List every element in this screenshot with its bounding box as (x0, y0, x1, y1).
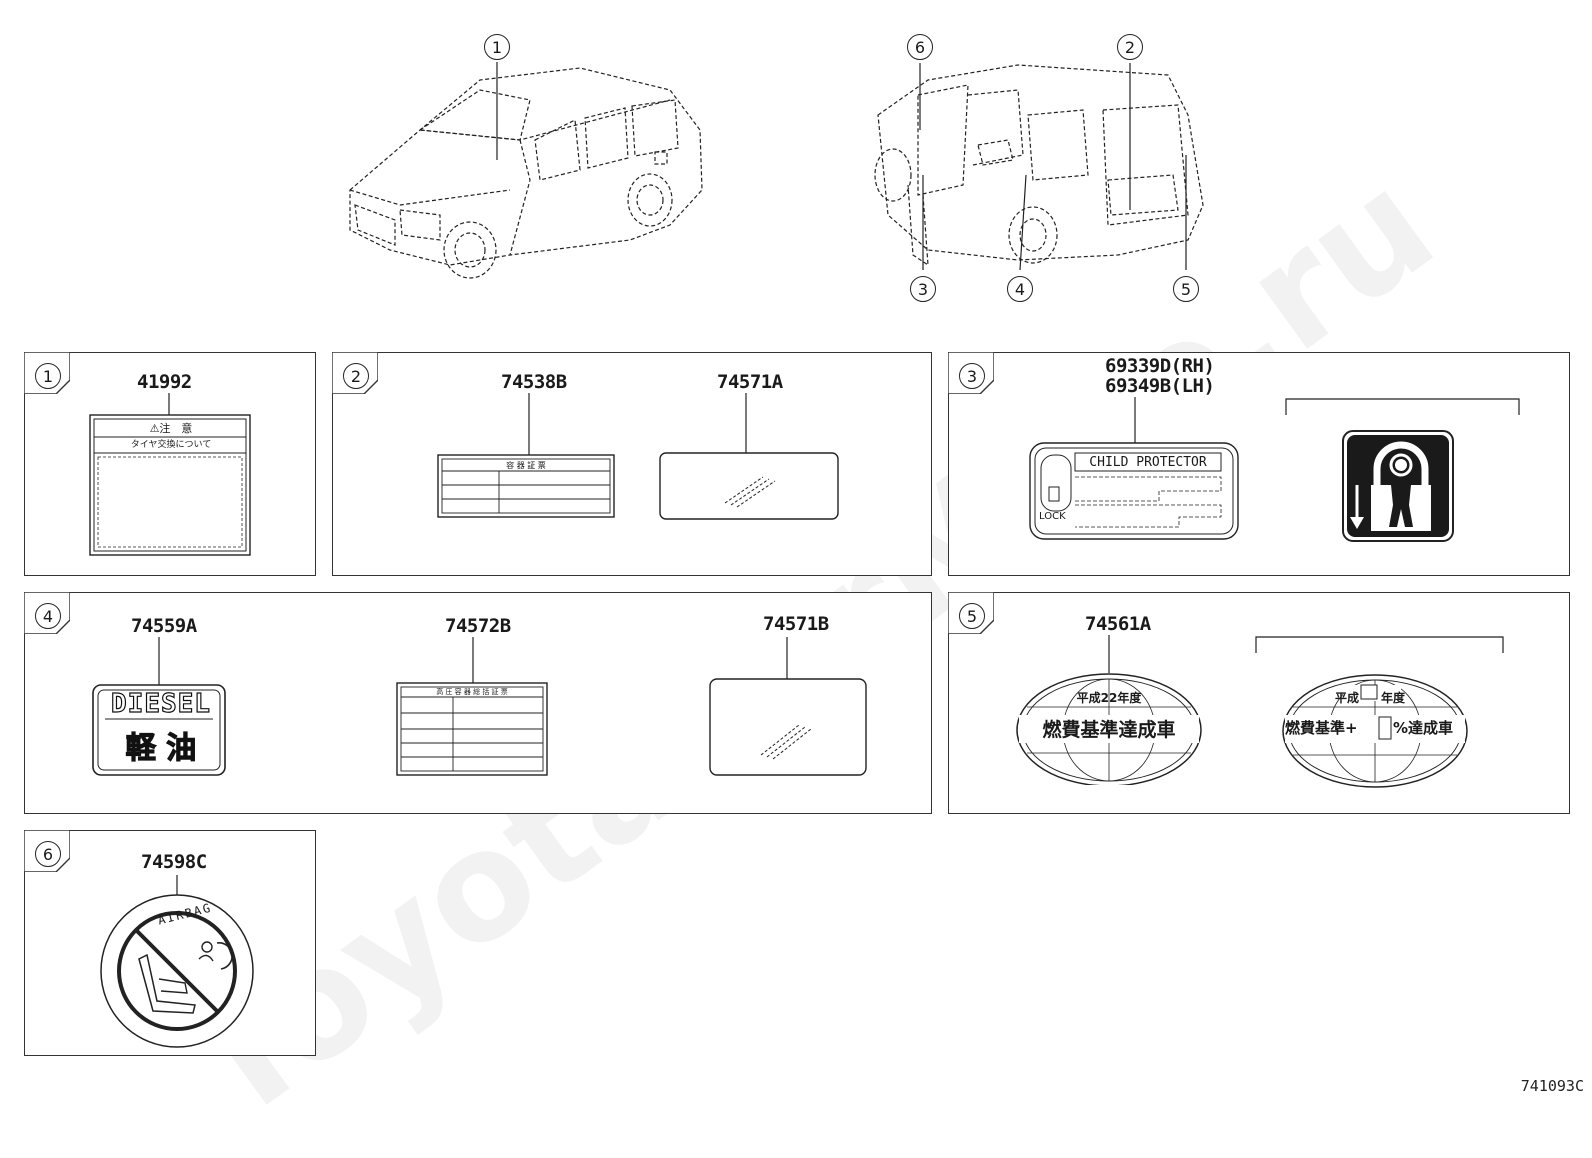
oval-b-year-left: 平成 (1335, 691, 1360, 705)
part-number-69349B-LH: 69349B(LH) (1105, 375, 1215, 397)
part-number-74571A: 74571A (717, 371, 783, 393)
part-number-74571B: 74571B (763, 613, 829, 635)
bracket-line (1255, 636, 1504, 653)
child-lock-icon (1342, 430, 1454, 542)
panel-4: 4 74559A DIESEL 軽 油 74572B 高 圧 容 器 総 括 証… (24, 592, 932, 814)
vehicle-front-illustration (349, 62, 703, 279)
callout-3: 3 (910, 276, 936, 302)
panel-1-number: 1 (35, 363, 61, 389)
diesel-label (92, 637, 226, 776)
diagram-reference-code: 741093C (1520, 1077, 1584, 1095)
parts-diagram: ToyotaCarMine.ru 1 (24, 34, 1584, 1156)
airbag-warning-label (100, 875, 254, 1048)
panel-6-number: 6 (35, 841, 61, 867)
callout-1: 1 (484, 34, 510, 60)
part-number-69339D-RH: 69339D(RH) (1105, 355, 1215, 377)
vehicle-rear-illustration (874, 63, 1204, 271)
panel-3-number: 3 (959, 363, 985, 389)
panel-4-number: 4 (35, 603, 61, 629)
part-number-74538B: 74538B (501, 371, 567, 393)
blank-label-74571B (709, 637, 867, 776)
caution-title: ⚠注 意 (149, 422, 193, 435)
high-pressure-cert-label (396, 637, 548, 776)
bracket-line (1285, 398, 1520, 415)
panel-5: 5 74561A 平成22年度 燃費基準達成車 (948, 592, 1570, 814)
panel-6: 6 74598C AIRBAG (24, 830, 316, 1056)
fuel-economy-oval-a (1016, 635, 1202, 785)
part-number-74572B: 74572B (445, 615, 511, 637)
panel-5-number: 5 (959, 603, 985, 629)
panel-3: 3 69339D(RH) 69349B(LH) CHILD PROTECTOR … (948, 352, 1570, 576)
oval-b-main-left: 燃費基準+ (1285, 719, 1358, 737)
diesel-text: DIESEL (110, 688, 211, 719)
oval-a-main: 燃費基準達成車 (1042, 719, 1176, 741)
part-number-41992: 41992 (137, 371, 192, 393)
part-number-74559A: 74559A (131, 615, 197, 637)
keiyu-text: 軽 油 (125, 730, 197, 766)
part-number-74561A: 74561A (1085, 613, 1151, 635)
part-number-74598C: 74598C (141, 851, 207, 873)
high-pressure-cert-header: 高 圧 容 器 総 括 証 票 (436, 688, 508, 696)
child-protector-label (1029, 397, 1239, 540)
fuel-economy-oval-b (1282, 674, 1468, 788)
panel-2-number: 2 (343, 363, 369, 389)
caution-label (89, 393, 251, 556)
callout-4: 4 (1007, 276, 1033, 302)
caution-subtitle: タイヤ交換について (130, 440, 212, 450)
oval-b-main-right: %達成車 (1393, 719, 1454, 737)
container-cert-label (437, 393, 615, 518)
callout-5: 5 (1173, 276, 1199, 302)
callout-2: 2 (1117, 34, 1143, 60)
panel-1: 1 41992 ⚠注 意 タイヤ交換について (24, 352, 316, 576)
panel-2: 2 74538B 容 器 証 票 74571A (332, 352, 932, 576)
container-cert-header: 容 器 証 票 (506, 461, 546, 470)
oval-b-year-right: 年度 (1381, 691, 1406, 705)
lock-text: LOCK (1039, 511, 1066, 522)
oval-a-year: 平成22年度 (1076, 691, 1142, 705)
child-protector-text: CHILD PROTECTOR (1089, 455, 1207, 470)
blank-label-74571A (659, 393, 839, 520)
callout-6: 6 (907, 34, 933, 60)
